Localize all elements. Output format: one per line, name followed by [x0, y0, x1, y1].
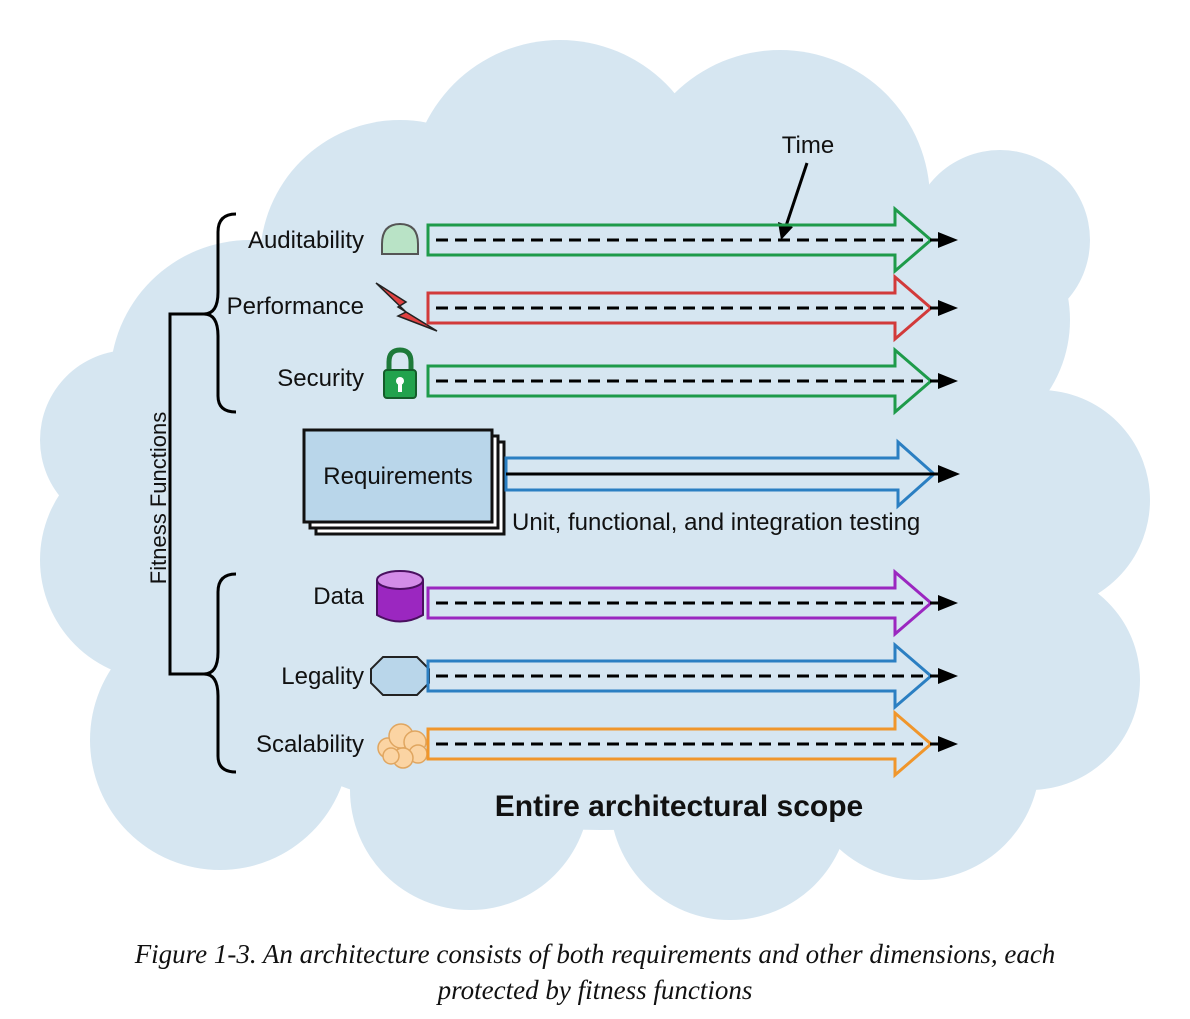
timeline-arrowhead-security	[938, 373, 958, 389]
hollow-arrow-auditability	[426, 205, 934, 275]
dimension-label-data: Data	[313, 583, 364, 610]
cloud-icon	[377, 723, 428, 769]
timeline-arrowhead-scalability	[938, 736, 958, 752]
dome-icon	[381, 222, 419, 255]
background-cloud	[40, 40, 1150, 920]
dimension-label-auditability: Auditability	[248, 227, 364, 254]
hollow-arrow-legality	[426, 641, 934, 711]
requirements-label: Requirements	[323, 463, 472, 490]
dimension-label-security: Security	[277, 365, 364, 392]
time-label: Time	[782, 132, 834, 159]
database-cylinder-icon	[376, 570, 424, 623]
requirements-box	[302, 428, 494, 524]
timeline-arrowhead-data	[938, 595, 958, 611]
testing-label: Unit, functional, and integration testin…	[512, 509, 920, 536]
dimension-row-auditability: Auditability	[248, 205, 958, 275]
timeline-arrowhead-auditability	[938, 232, 958, 248]
fitness-functions-bracket	[168, 212, 237, 774]
hollow-arrow-requirements	[504, 438, 937, 510]
dimension-row-security: Security	[277, 346, 958, 416]
figure-caption: Figure 1-3. An architecture consists of …	[0, 936, 1190, 1008]
dimension-label-legality: Legality	[281, 663, 364, 690]
padlock-icon	[383, 347, 417, 399]
fitness-functions-label: Fitness Functions	[146, 412, 171, 584]
octagon-icon	[370, 656, 430, 696]
caption-line-2: protected by fitness functions	[437, 975, 753, 1005]
dimension-row-legality: Legality	[281, 641, 958, 711]
dimension-label-scalability: Scalability	[256, 731, 364, 758]
dimension-row-data: Data	[313, 568, 958, 638]
timeline-arrowhead-performance	[938, 300, 958, 316]
requirements-stack: Requirements	[302, 428, 506, 536]
scope-label: Entire architectural scope	[495, 790, 863, 823]
dimension-row-scalability: Scalability	[256, 709, 958, 779]
hollow-arrow-performance	[426, 273, 934, 343]
caption-line-1: Figure 1-3. An architecture consists of …	[134, 939, 1056, 969]
hollow-arrow-data	[426, 568, 934, 638]
hollow-arrow-scalability	[426, 709, 934, 779]
hollow-arrow-security	[426, 346, 934, 416]
dimension-row-performance: Performance	[227, 273, 958, 343]
dimension-label-performance: Performance	[227, 293, 364, 320]
lightning-bolt-icon	[375, 282, 438, 332]
timeline-arrowhead-requirements	[938, 465, 960, 483]
timeline-arrowhead-legality	[938, 668, 958, 684]
